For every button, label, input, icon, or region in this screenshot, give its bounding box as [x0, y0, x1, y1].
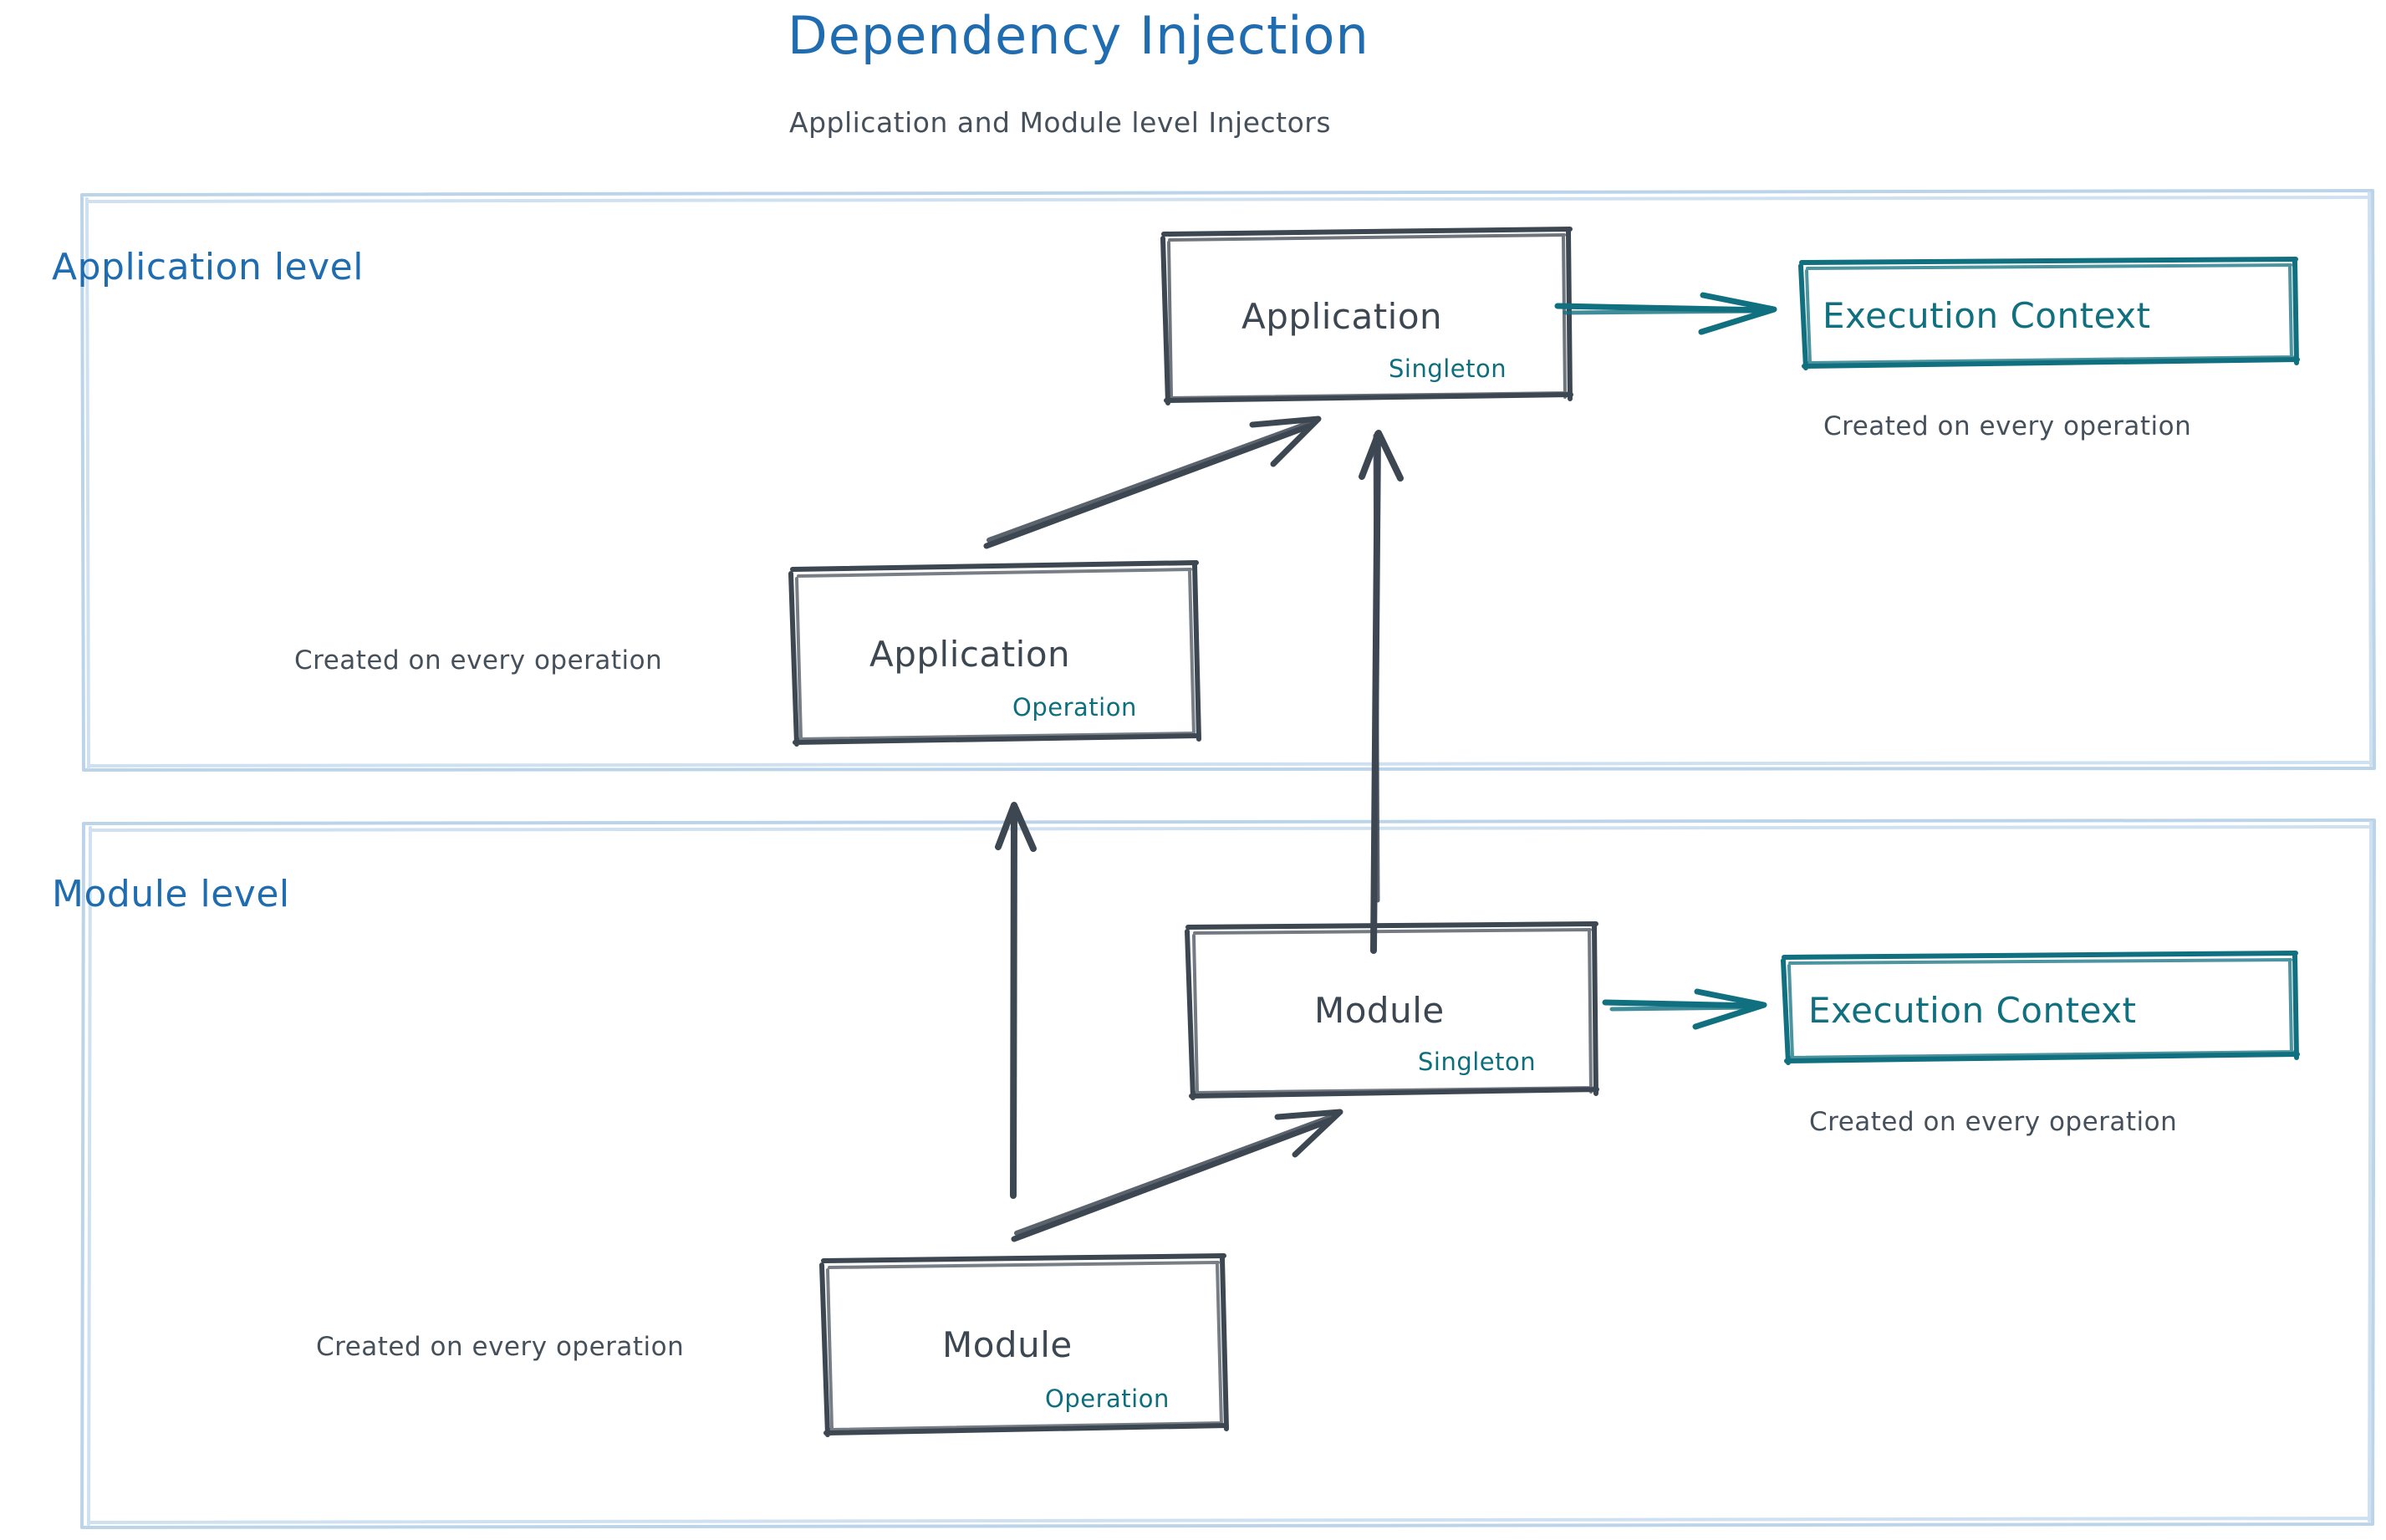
execution-context-application-title: Execution Context [1823, 295, 2151, 336]
node-module-operation-fill [825, 1259, 1226, 1435]
node-module-singleton-box[interactable] [1185, 921, 1599, 1100]
arrow-module-operation-to-app-operation [995, 802, 1037, 1199]
arrow-module-singleton-to-app-singleton [1359, 430, 1404, 954]
node-application-singleton-title: Application [1241, 296, 1443, 337]
node-app-singleton-stroke-a [1160, 227, 1573, 405]
node-module-singleton-fill [1190, 926, 1594, 1098]
zone-module-level-border-sketch [87, 821, 2373, 1526]
node-application-operation-scope: Operation [1012, 693, 1137, 722]
node-module-singleton-stroke-a [1185, 921, 1599, 1100]
arrow-app-singleton-to-execution-context [1554, 292, 1777, 335]
ctx-module-fill [1786, 956, 2296, 1062]
zone-application-level-border-sketch [85, 191, 2373, 769]
ctx-app-stroke-b [1805, 263, 2294, 365]
node-module-operation-stroke-b [826, 1261, 1223, 1431]
zone-application-level [80, 189, 2376, 772]
node-application-operation-title: Application [869, 634, 1071, 675]
node-app-singleton-stroke-b [1167, 233, 1568, 400]
execution-context-application-note: Created on every operation [1823, 411, 2192, 441]
ctx-app-stroke-a [1798, 257, 2300, 370]
page-subtitle: Application and Module level Injectors [789, 106, 1332, 139]
ctx-app-fill [1803, 262, 2296, 367]
node-module-operation-stroke-a [819, 1253, 1229, 1437]
node-app-operation-fill [793, 566, 1198, 744]
node-module-singleton-title: Module [1314, 990, 1445, 1031]
node-application-operation-box[interactable] [788, 560, 1201, 747]
execution-context-module-note: Created on every operation [1809, 1107, 2178, 1137]
node-module-operation-box[interactable] [819, 1253, 1229, 1437]
zone-label-application-level: Application level [52, 246, 364, 288]
execution-context-module-title: Execution Context [1808, 990, 2137, 1031]
arrow-app-operation-to-app-singleton [983, 416, 1322, 549]
arrow-module-singleton-to-execution-context [1602, 988, 1767, 1030]
note-application-operation: Created on every operation [294, 645, 663, 676]
node-module-singleton-stroke-b [1192, 928, 1593, 1094]
node-application-singleton-scope: Singleton [1389, 354, 1507, 383]
execution-context-module-box[interactable] [1781, 951, 2300, 1065]
node-app-operation-stroke-a [788, 560, 1201, 747]
node-module-singleton-scope: Singleton [1418, 1048, 1537, 1076]
zone-label-module-level: Module level [52, 873, 290, 915]
node-module-operation-title: Module [942, 1324, 1073, 1365]
execution-context-application-box[interactable] [1798, 257, 2300, 370]
note-module-operation: Created on every operation [316, 1332, 685, 1362]
ctx-module-stroke-b [1787, 958, 2294, 1059]
page-title: Dependency Injection [788, 5, 1369, 66]
node-application-singleton-box[interactable] [1160, 227, 1573, 405]
zone-application-level-border [80, 189, 2376, 772]
zone-module-level-border [80, 818, 2376, 1529]
node-module-operation-scope: Operation [1045, 1384, 1170, 1413]
node-app-singleton-fill [1165, 232, 1568, 402]
node-app-operation-stroke-b [795, 568, 1196, 741]
zone-module-level [80, 818, 2376, 1529]
arrow-module-operation-to-module-singleton [1011, 1109, 1343, 1242]
ctx-module-stroke-a [1781, 951, 2300, 1065]
